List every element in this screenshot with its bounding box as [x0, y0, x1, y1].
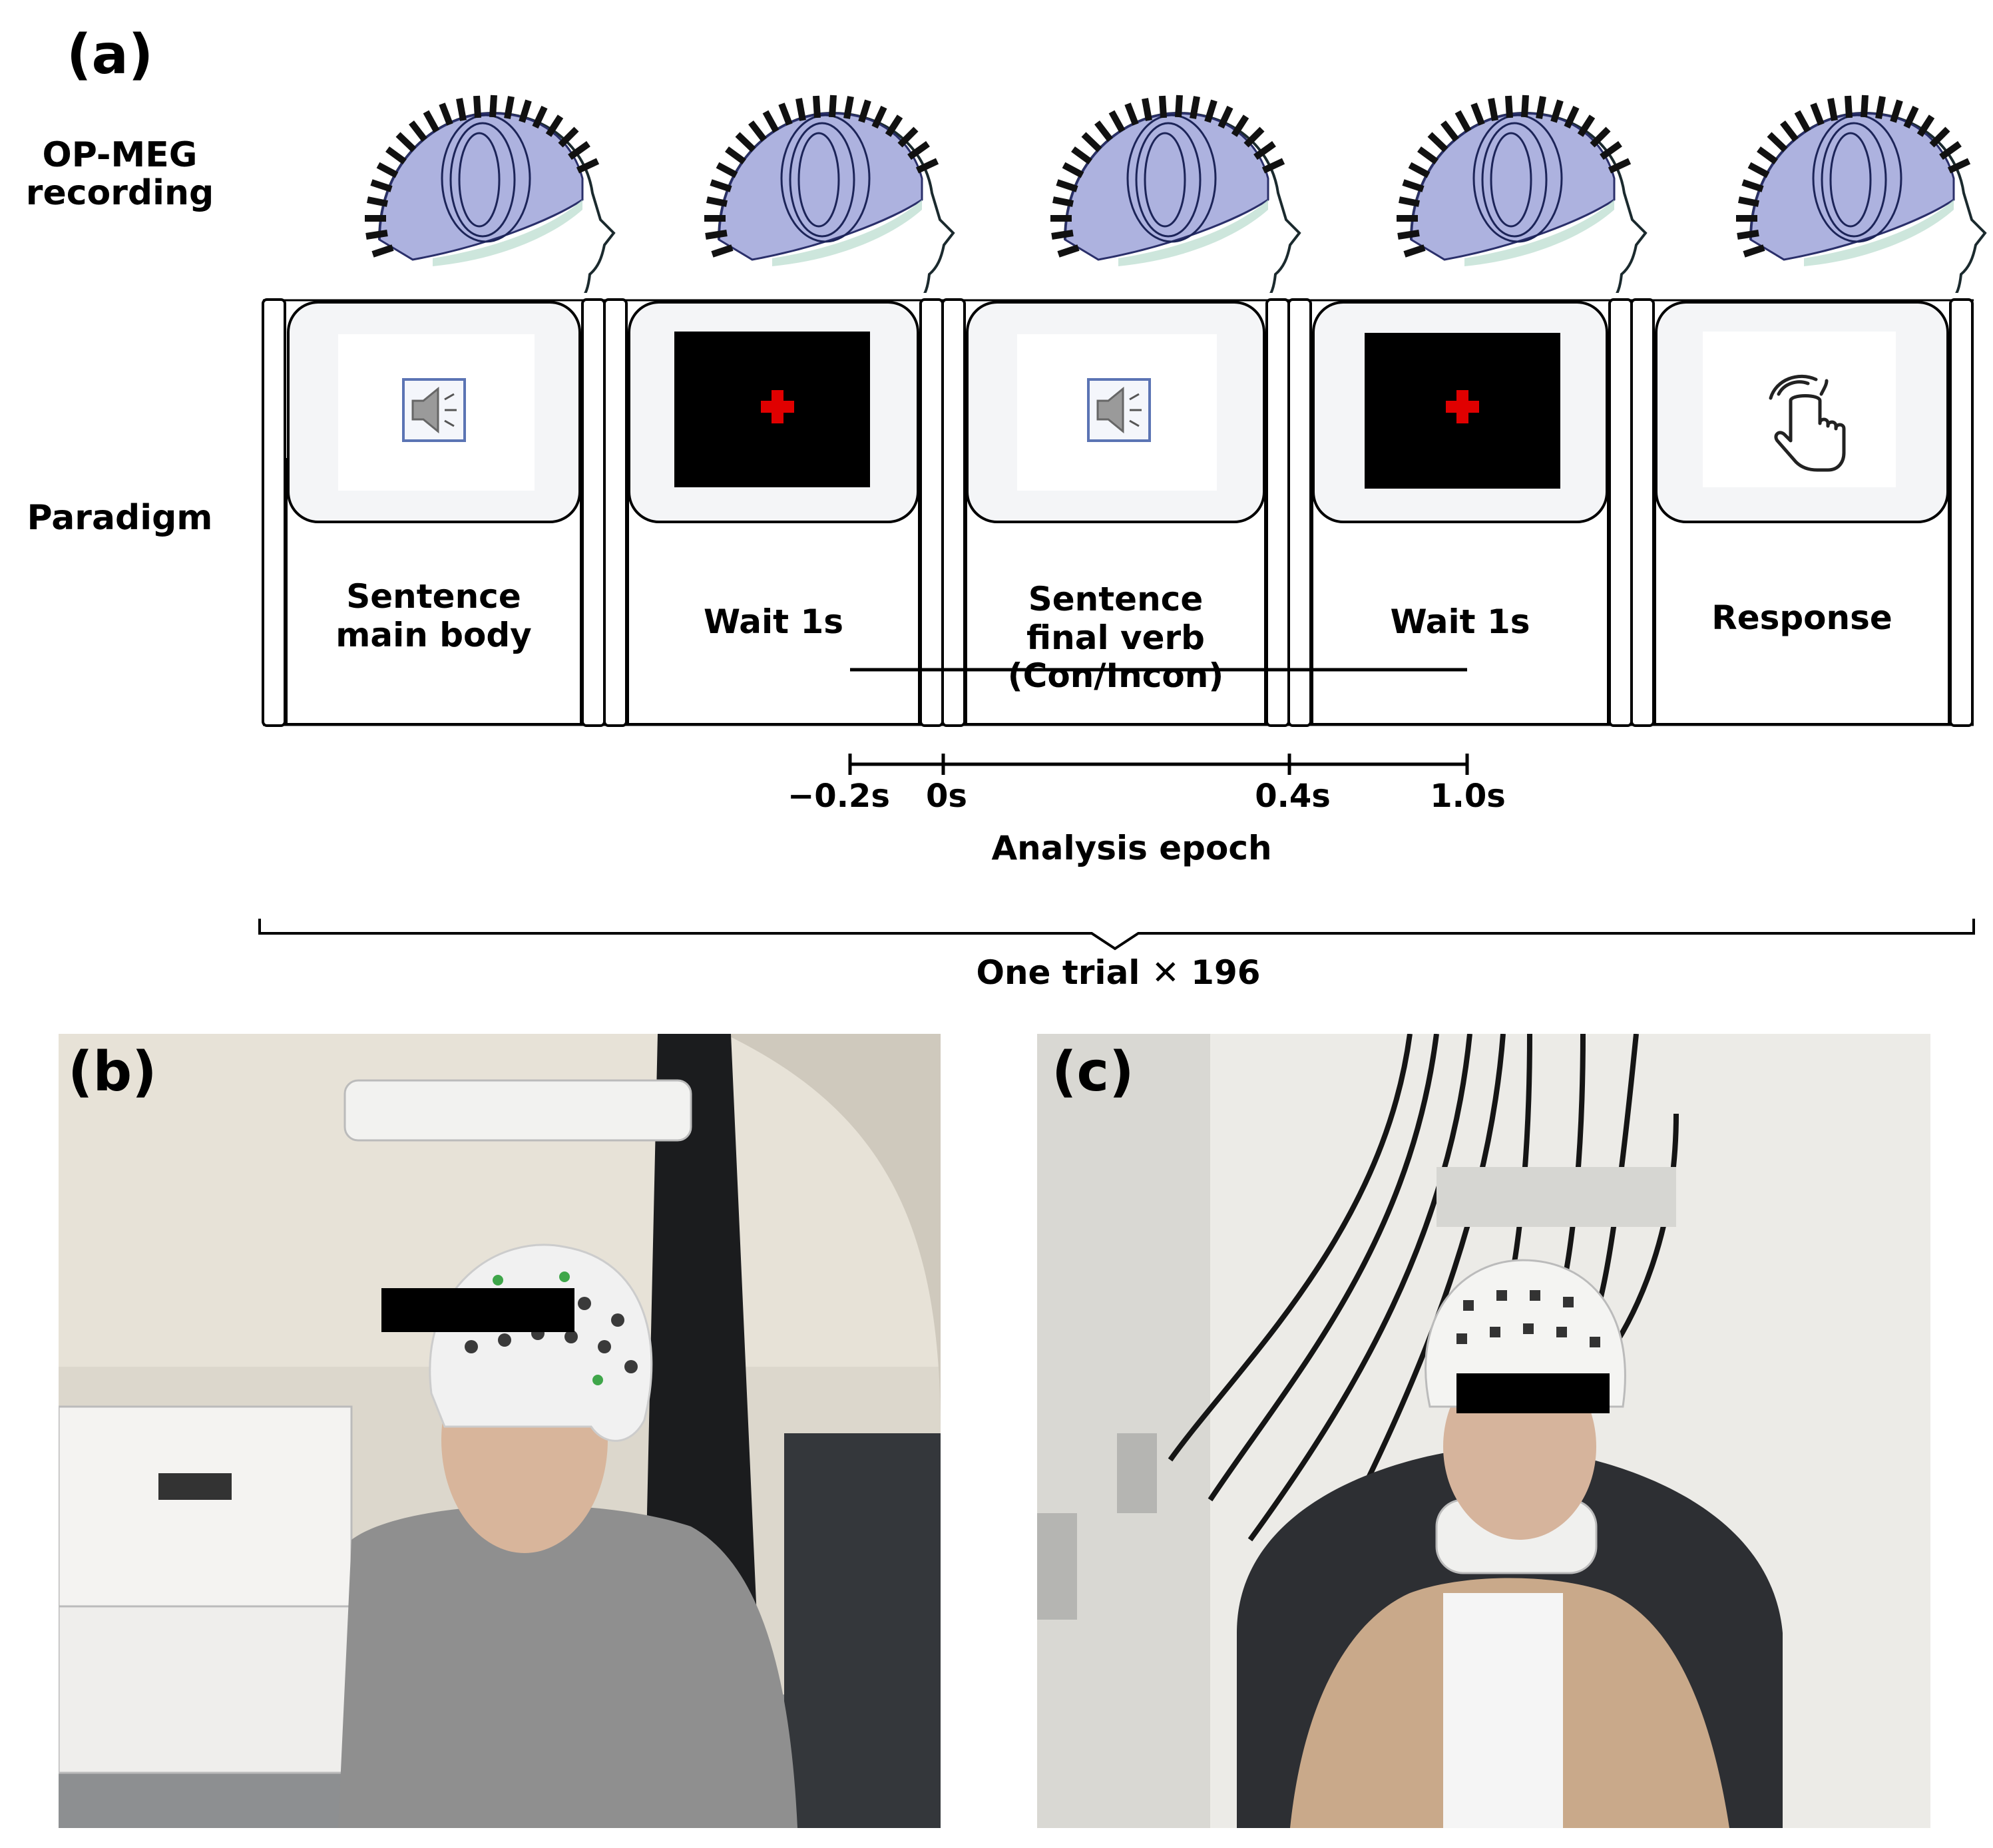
- panel-label-a: (a): [67, 23, 154, 87]
- row-label-paradigm: Paradigm: [27, 498, 213, 538]
- panel-label-c: (c): [1052, 1040, 1134, 1104]
- step-label-5: Response: [1711, 598, 1892, 637]
- trial-label: One trial ✕ 196: [976, 953, 1261, 992]
- speaker-icon: [402, 378, 466, 442]
- analysis-epoch-axis: [848, 754, 1469, 775]
- head-icon-2: [704, 95, 953, 293]
- panel-label-b: (b): [68, 1040, 157, 1104]
- photo-c: [1037, 1034, 1930, 1828]
- fixation-cross-icon: [1446, 390, 1479, 423]
- tick-label-0-4s: 0.4s: [1255, 778, 1331, 815]
- paradigm-strip: [262, 298, 1974, 727]
- screen-5: [1703, 332, 1896, 487]
- tick-label-minus-0-2s: −0.2s: [787, 778, 890, 815]
- tick-label-1-0s: 1.0s: [1430, 778, 1506, 815]
- row-label-recording: OP-MEG recording: [25, 135, 214, 214]
- trial-brace: [258, 919, 1975, 951]
- speaker-icon: [1087, 378, 1151, 442]
- hand-tap-icon: [1769, 374, 1846, 472]
- step-label-1: Sentence main body: [335, 577, 532, 654]
- head-icon-3: [1050, 95, 1299, 293]
- tick-label-0s: 0s: [926, 778, 967, 815]
- photo-b: [59, 1034, 941, 1828]
- fixation-cross-icon: [761, 390, 794, 423]
- redaction-bar: [381, 1288, 574, 1332]
- step-label-4: Wait 1s: [1390, 602, 1530, 641]
- step-label-3: Sentence final verb (Con/Incon): [1007, 580, 1224, 695]
- step-label-2: Wait 1s: [703, 602, 844, 641]
- redaction-bar: [1456, 1373, 1610, 1413]
- head-icon-4: [1397, 95, 1646, 293]
- head-icon-5: [1736, 95, 1985, 293]
- analysis-epoch-label: Analysis epoch: [991, 829, 1272, 867]
- op-meg-heads: [0, 0, 1993, 293]
- head-icon-1: [365, 95, 614, 293]
